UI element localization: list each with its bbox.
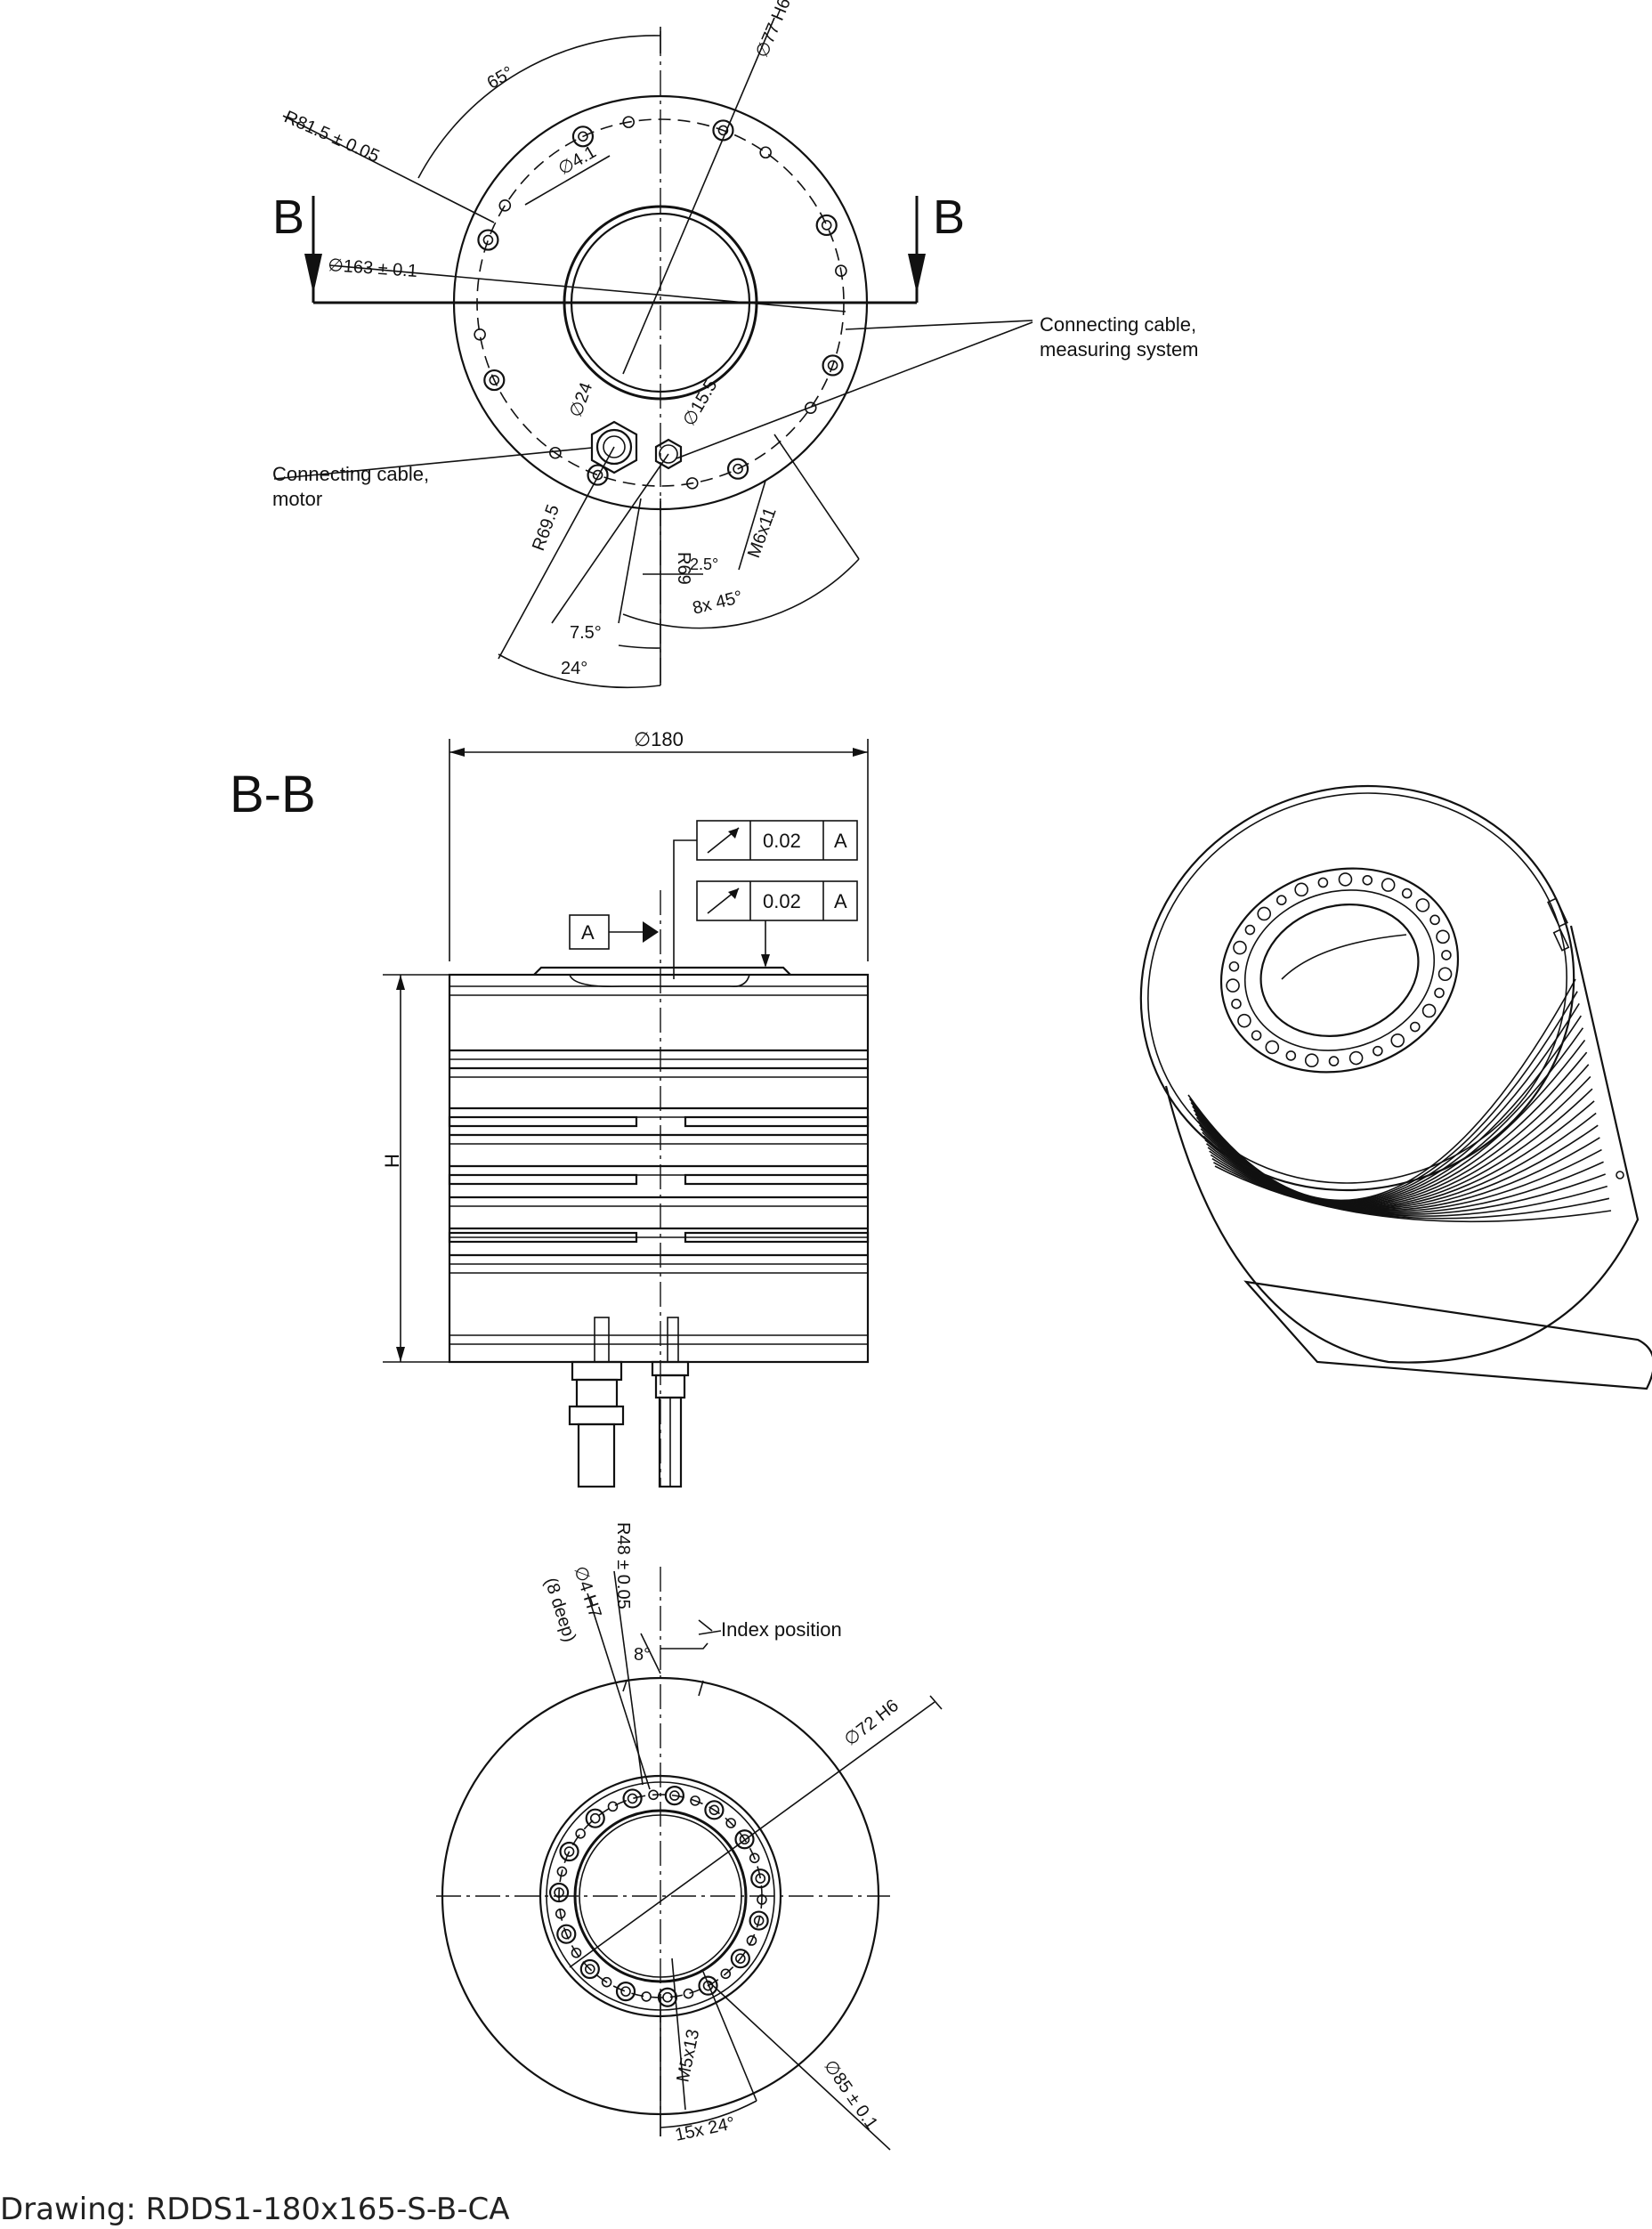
- dim-angle-8: 8°: [634, 1645, 651, 1665]
- datum-a: A: [581, 921, 595, 944]
- drawing-caption: Drawing: RDDS1-180x165-S-B-CA: [0, 2192, 510, 2227]
- iso-cooling-fins: [1187, 978, 1612, 1223]
- dim-plug-24: ∅24: [566, 380, 596, 420]
- dim-pin-4: ∅4 H7: [570, 1564, 604, 1621]
- motor-connector: [590, 420, 638, 474]
- bore-72: [573, 1809, 748, 1983]
- label-cable-measuring-2: measuring system: [1040, 338, 1199, 361]
- dim-thread-m5: M5x13: [673, 2028, 703, 2084]
- top-bolt-holes: [474, 116, 847, 490]
- svg-text:0.02: 0.02: [763, 830, 801, 852]
- dim-r695: R69.5: [529, 502, 563, 554]
- dim-angle-8x45: 8x 45°: [691, 588, 745, 619]
- dim-hole-41: ∅4.1: [555, 142, 600, 180]
- dim-pin-depth: (8 deep): [540, 1576, 579, 1645]
- dim-r69: R69: [674, 552, 693, 585]
- dim-angle-25: 2.5°: [690, 555, 718, 573]
- label-cable-motor-1: Connecting cable,: [272, 463, 429, 485]
- dim-pcd-163: ∅163 ± 0.1: [328, 255, 418, 281]
- section-title: B-B: [230, 766, 316, 823]
- dim-plug-155: ∅15.5: [679, 377, 721, 430]
- bottom-view: R48 ± 0.05 ∅4 H7 (8 deep) 8° Index posit…: [436, 1522, 943, 2151]
- label-index-position: Index position: [721, 1618, 842, 1641]
- section-letter-left: B: [272, 190, 304, 244]
- motor-cable-gland: [568, 1317, 625, 1488]
- svg-text:0.02: 0.02: [763, 890, 801, 912]
- label-cable-measuring-1: Connecting cable,: [1040, 313, 1196, 336]
- dim-angle-24: 24°: [561, 659, 587, 678]
- isometric-view: [1139, 784, 1652, 1390]
- tolerance-frame-upper: 0.02 A: [673, 820, 858, 979]
- dim-bore-77: ∅77 H6: [752, 0, 795, 61]
- section-view: B-B ∅180 H A: [230, 728, 870, 1488]
- dim-bore-72: ∅72 H6: [841, 1696, 903, 1750]
- measuring-connector: [654, 438, 683, 470]
- svg-text:A: A: [834, 830, 847, 852]
- dim-radius-815: R81.5 ± 0.05: [281, 107, 382, 166]
- dim-height-h: H: [381, 1154, 403, 1168]
- label-cable-motor-2: motor: [272, 488, 322, 510]
- dim-angle-75: 7.5°: [570, 623, 602, 643]
- svg-text:A: A: [834, 890, 847, 912]
- dim-r48: R48 ± 0.05: [613, 1522, 633, 1609]
- dim-angle-65: 65°: [484, 62, 517, 93]
- dim-dia-180: ∅180: [634, 728, 684, 750]
- dim-pcd-85: ∅85 ± 0.1: [820, 2056, 881, 2133]
- tolerance-frame-lower: 0.02 A: [696, 880, 858, 968]
- bottom-bolt-holes: [548, 1786, 771, 2007]
- iso-front-face: [1139, 784, 1575, 1192]
- measuring-cable-gland: [651, 1317, 690, 1488]
- section-letter-right: B: [933, 190, 965, 244]
- dim-angle-15x24: 15x 24°: [673, 2113, 736, 2145]
- iso-bolt-holes: [1226, 872, 1453, 1068]
- top-view: B B 65° ∅77 H6 R81.5 ± 0.05 ∅4.1 ∅163 ± …: [272, 0, 1199, 689]
- cooling-fins: [448, 1049, 870, 1265]
- housing-outline: [448, 973, 870, 1364]
